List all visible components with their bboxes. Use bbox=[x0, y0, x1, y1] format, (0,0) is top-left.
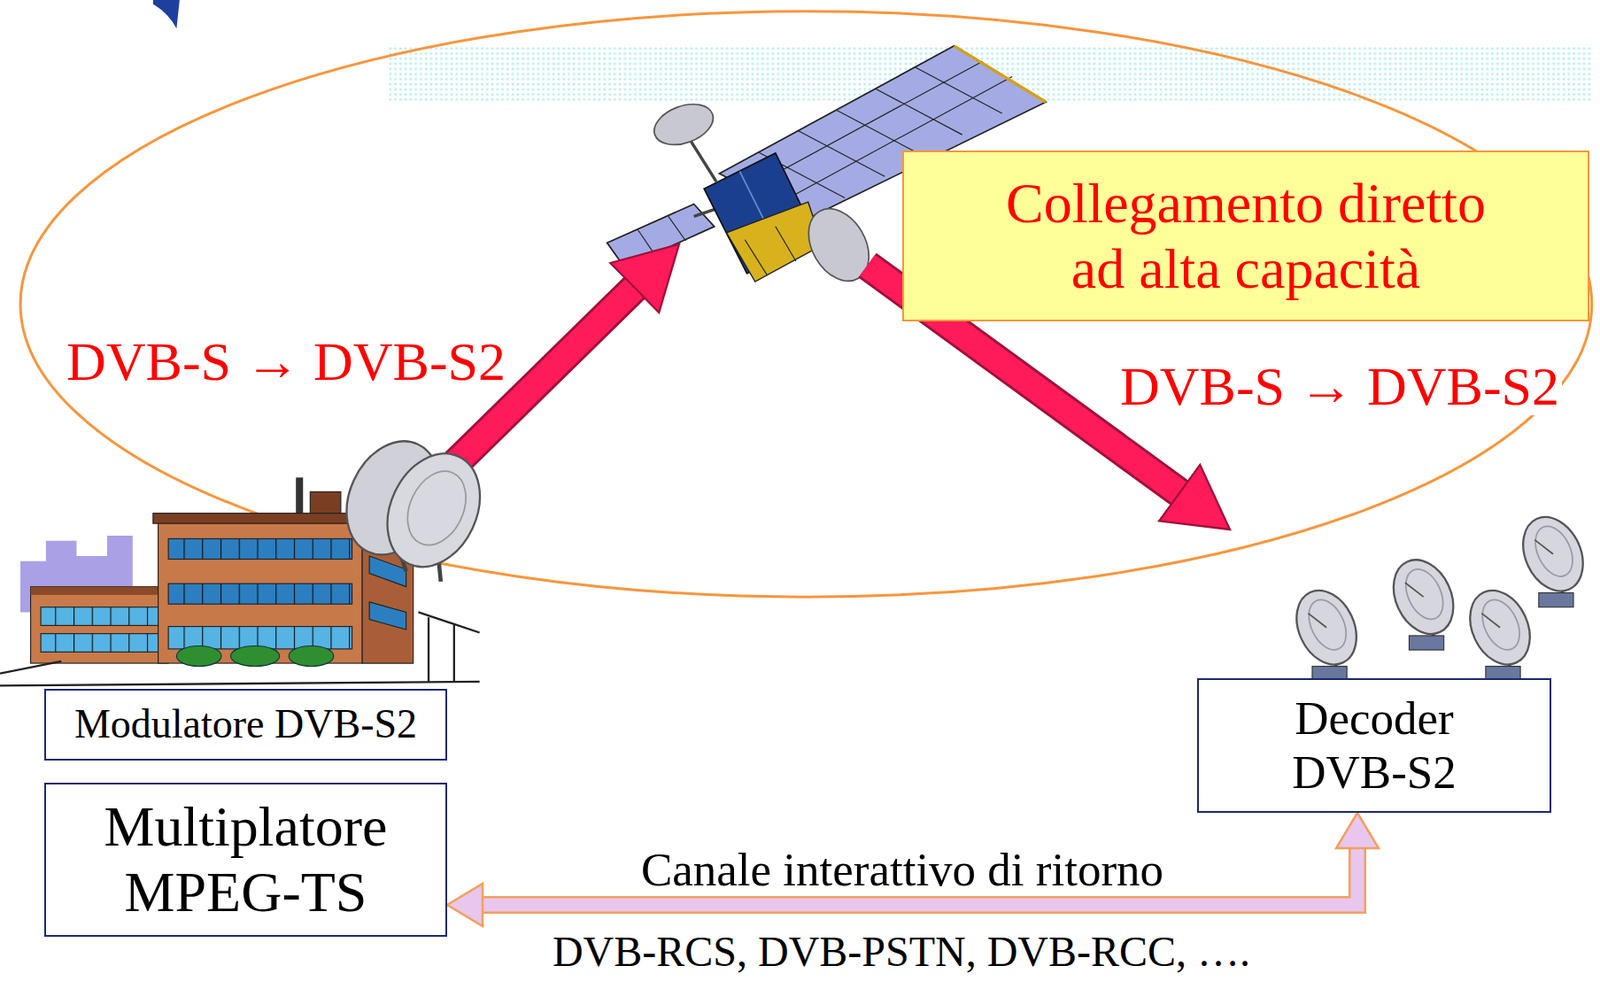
broadcast-building bbox=[168, 583, 352, 604]
satellite bbox=[797, 131, 885, 178]
receiver-dishes bbox=[1284, 580, 1368, 681]
receiver-dishes bbox=[1511, 507, 1594, 608]
broadcast-building bbox=[369, 602, 406, 630]
satellite bbox=[836, 109, 924, 156]
satellite bbox=[688, 138, 717, 183]
broadcast-building bbox=[230, 645, 279, 666]
broadcast-building bbox=[370, 438, 498, 582]
receiver-dishes bbox=[1382, 549, 1465, 650]
receiver-dishes bbox=[1458, 580, 1541, 681]
arrow-head bbox=[1336, 812, 1379, 849]
broadcast-building bbox=[40, 633, 159, 653]
satellite bbox=[875, 88, 963, 135]
callout-box: Collegamento diretto ad alta capacità bbox=[902, 150, 1590, 322]
illustration bbox=[0, 0, 1595, 686]
coverage-ellipse bbox=[20, 11, 1593, 597]
satellite bbox=[637, 229, 656, 256]
broadcast-building bbox=[168, 538, 352, 559]
broadcast-building bbox=[40, 607, 159, 627]
satellite bbox=[775, 226, 797, 262]
return-channel-arrow bbox=[447, 812, 1379, 927]
multiplexer-box: Multiplatore MPEG-TS bbox=[44, 782, 448, 937]
arrow-body bbox=[480, 846, 1358, 905]
satellite bbox=[953, 46, 1046, 102]
box-text: Collegamento diretto ad alta capacità bbox=[989, 170, 1503, 302]
decoder-box: Decoder DVB-S2 bbox=[1197, 678, 1552, 813]
broadcast-building bbox=[288, 645, 334, 666]
box-text: Modulatore DVB-S2 bbox=[74, 701, 418, 749]
arrow-outline bbox=[480, 846, 1358, 905]
broadcast-building bbox=[176, 645, 222, 666]
broadcast-building bbox=[396, 462, 478, 556]
broadcast-building bbox=[0, 425, 498, 686]
satellite bbox=[726, 201, 823, 282]
link-label: DVB-S → DVB-S2 bbox=[1117, 357, 1562, 416]
broadcast-building bbox=[0, 681, 480, 687]
logo-fragment bbox=[153, 0, 180, 29]
broadcast-building bbox=[30, 587, 170, 596]
arrow-head bbox=[447, 883, 483, 927]
broadcast-building bbox=[0, 661, 62, 674]
box-text: Decoder DVB-S2 bbox=[1263, 691, 1485, 800]
broadcast-building bbox=[153, 513, 368, 525]
receiver-dishes bbox=[1284, 507, 1594, 681]
satellite bbox=[668, 216, 687, 241]
satellite bbox=[744, 239, 767, 276]
broadcast-building bbox=[158, 520, 363, 664]
satellite bbox=[915, 67, 1003, 114]
edge-label: Canale interattivo di ritorno bbox=[638, 846, 1167, 894]
broadcast-building bbox=[30, 587, 170, 664]
link-label: DVB-S → DVB-S2 bbox=[63, 332, 509, 391]
satellite bbox=[649, 96, 719, 153]
box-text: Multiplatore MPEG-TS bbox=[60, 794, 433, 925]
broadcast-building bbox=[427, 617, 430, 682]
modulator-box: Modulatore DVB-S2 bbox=[44, 688, 448, 761]
protocol-list: DVB-RCS, DVB-PSTN, DVB-RCC, …. bbox=[549, 929, 1253, 974]
broadcast-building bbox=[453, 624, 456, 682]
